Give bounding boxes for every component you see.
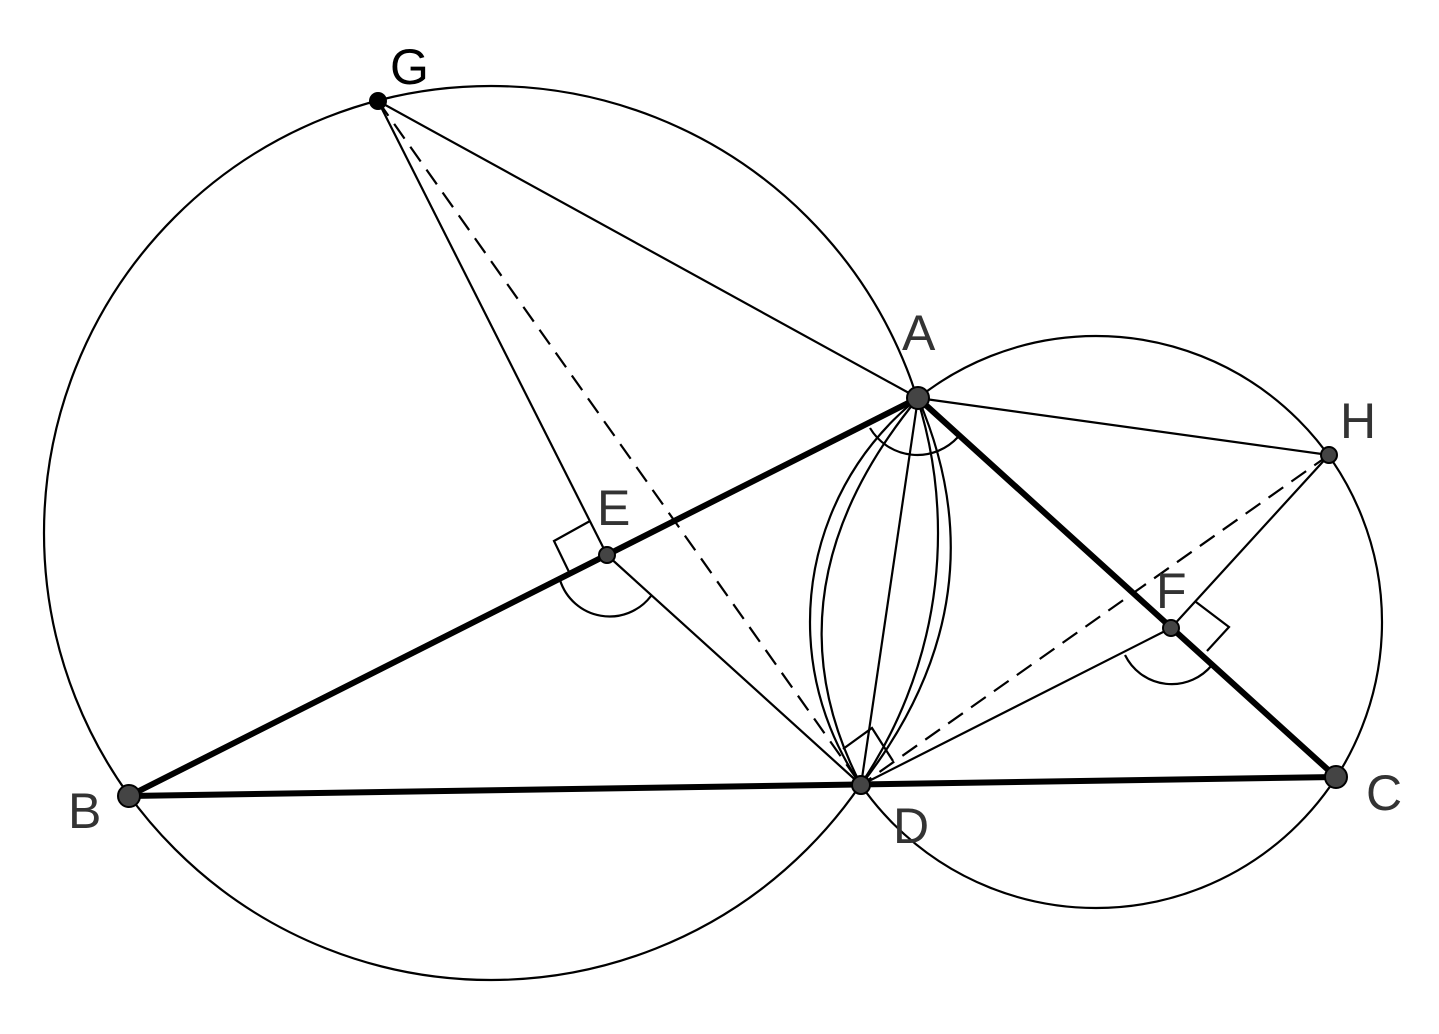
point-A xyxy=(906,386,930,410)
right-angle-F xyxy=(1195,601,1231,652)
circle-small xyxy=(808,334,1384,910)
segment-ED xyxy=(606,554,862,786)
point-F xyxy=(1162,619,1180,637)
label-F: F xyxy=(1156,563,1187,619)
point-G xyxy=(369,92,387,110)
segment-GA xyxy=(377,100,919,399)
point-B xyxy=(117,784,141,808)
segment-HF xyxy=(1170,454,1330,629)
segment-FD xyxy=(860,627,1172,786)
segment-AH xyxy=(917,396,1330,457)
segment-BA xyxy=(127,395,920,799)
label-B: B xyxy=(68,783,101,839)
label-G: G xyxy=(390,39,429,95)
segment-BC xyxy=(128,774,1337,799)
dashed-HD xyxy=(860,454,1330,786)
segment-AD xyxy=(859,397,920,786)
circle-big xyxy=(42,84,940,982)
point-H xyxy=(1320,446,1338,464)
arc-AD-left xyxy=(820,397,919,786)
point-C xyxy=(1324,765,1348,789)
angle-arc-F xyxy=(1124,654,1213,686)
point-E xyxy=(598,546,616,564)
angle-arc-E xyxy=(558,579,652,618)
arc-AD-right xyxy=(860,397,952,786)
label-H: H xyxy=(1340,393,1376,449)
label-C: C xyxy=(1366,765,1402,821)
segment-AC xyxy=(915,395,1339,780)
right-angle-E xyxy=(552,520,591,575)
label-E: E xyxy=(597,480,630,536)
segment-GE xyxy=(377,100,608,556)
angle-arc-A xyxy=(869,427,959,457)
label-A: A xyxy=(902,305,936,361)
point-D xyxy=(851,775,871,795)
right-angle-D xyxy=(842,726,894,762)
dashed-GD xyxy=(377,100,862,786)
label-D: D xyxy=(893,798,929,854)
